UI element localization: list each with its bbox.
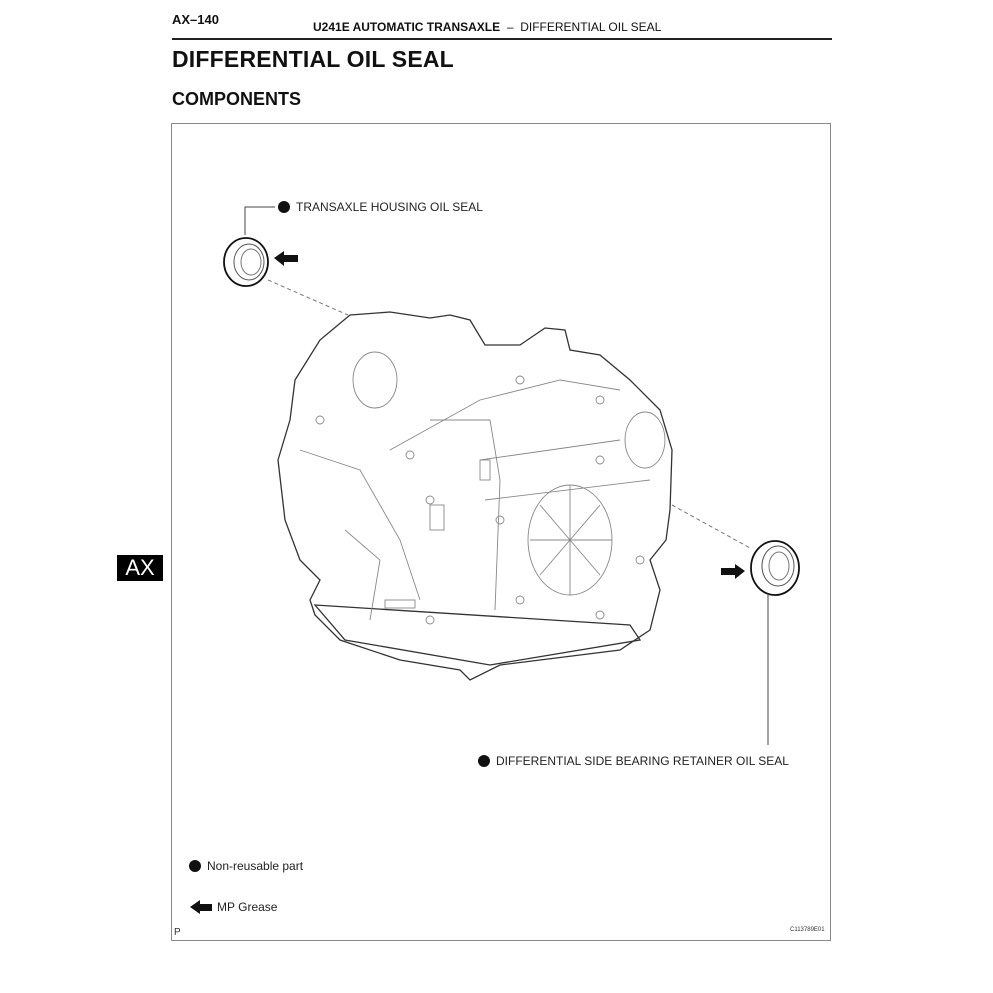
grease-arrow-icon (721, 564, 745, 579)
section-title: U241E AUTOMATIC TRANSAXLE (313, 20, 501, 34)
grease-arrow-icon (274, 251, 298, 266)
illustration-code: C113789E01 (790, 927, 825, 933)
page-title: DIFFERENTIAL OIL SEAL (172, 46, 454, 72)
callout-differential-side-bearing-retainer-oil-seal: DIFFERENTIAL SIDE BEARING RETAINER OIL S… (478, 754, 789, 768)
corner-mark: P (174, 927, 181, 938)
header-rule (172, 38, 832, 40)
callout-transaxle-housing-oil-seal: TRANSAXLE HOUSING OIL SEAL (278, 200, 483, 214)
running-header: U241E AUTOMATIC TRANSAXLE – DIFFERENTIAL… (313, 20, 661, 34)
legend-grease-arrow-icon (190, 900, 212, 914)
filled-dot-icon (189, 860, 201, 872)
figure-frame (171, 123, 831, 941)
section-heading: COMPONENTS (172, 89, 302, 109)
side-tab-ax: AX (117, 555, 163, 581)
page-number: AX–140 (172, 12, 219, 27)
section-subtitle: DIFFERENTIAL OIL SEAL (520, 20, 662, 34)
legend-mp-grease: MP Grease (217, 900, 278, 914)
non-reusable-dot-icon (278, 201, 290, 213)
differential-side-bearing-retainer-oil-seal-icon (750, 540, 800, 596)
legend-non-reusable: Non-reusable part (189, 859, 303, 873)
transaxle-housing-oil-seal-icon (223, 237, 269, 287)
non-reusable-dot-icon (478, 755, 490, 767)
header-separator: – (506, 20, 514, 34)
